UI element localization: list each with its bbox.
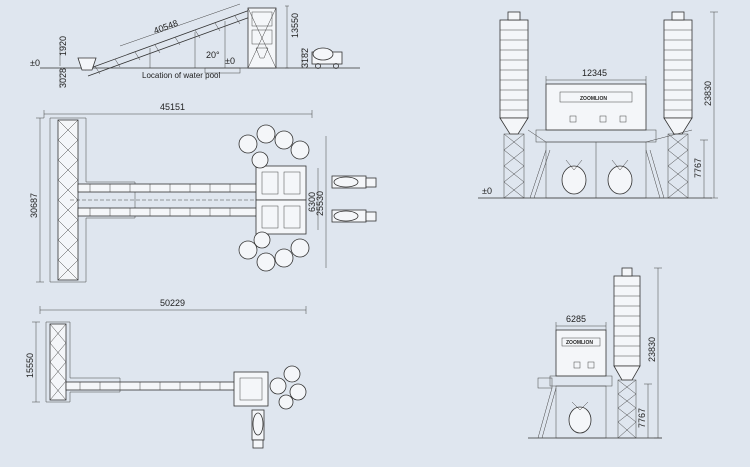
front-double-level: ±0 — [482, 186, 492, 196]
dim-building-height: 13550 — [290, 13, 300, 38]
dim-silo-spread: 25530 — [315, 191, 325, 216]
bottom-plan-view: 50229 15550 — [25, 298, 307, 449]
dim-bottom-plan-length: 50229 — [160, 298, 185, 308]
dim-front-double-platform: 7767 — [693, 158, 703, 178]
brand-logo-single: ZOOMLION — [566, 340, 593, 346]
dim-bay-spacing: 6300 — [307, 192, 317, 212]
dim-front-double-height: 23830 — [703, 81, 713, 106]
dim-bottom-plan-width: 15550 — [25, 353, 35, 378]
right-silo — [663, 11, 693, 199]
dim-front-single-platform: 7767 — [637, 408, 647, 428]
bottom-plan-truck — [251, 409, 265, 449]
dim-top-plan-length: 45151 — [160, 102, 185, 112]
dim-hopper-height: 1920 — [58, 36, 68, 56]
brand-logo-double: ZOOMLION — [580, 96, 607, 102]
dim-conveyor-length: 40548 — [152, 18, 179, 36]
water-pool-label: Location of water pool — [142, 71, 220, 80]
front-elevation-double: ±0 ZOOMLION — [478, 11, 718, 199]
front-elevation-single: ZOOMLION 6285 23830 7767 — [528, 267, 662, 439]
dim-discharge-height: 3182 — [300, 48, 310, 68]
dim-level-left: ±0 — [30, 58, 40, 68]
dim-level-right: ±0 — [225, 56, 235, 66]
left-silo — [499, 11, 529, 199]
side-elevation-view: 40548 13550 3182 1920 3028 20° ±0 ±0 Loc… — [30, 3, 360, 88]
dim-top-plan-width: 30687 — [29, 193, 39, 218]
dim-front-single-height: 23830 — [647, 337, 657, 362]
plan-truck-lower — [331, 209, 377, 223]
single-silo — [613, 267, 641, 439]
plan-truck-upper — [331, 175, 377, 189]
dim-conveyor-angle: 20° — [206, 50, 220, 60]
top-plan-view: 45151 30687 — [29, 102, 377, 283]
side-mixer-truck — [311, 47, 343, 69]
dim-pit-depth: 3028 — [58, 68, 68, 88]
dim-front-double-width: 12345 — [582, 68, 607, 78]
dim-front-single-width: 6285 — [566, 314, 586, 324]
